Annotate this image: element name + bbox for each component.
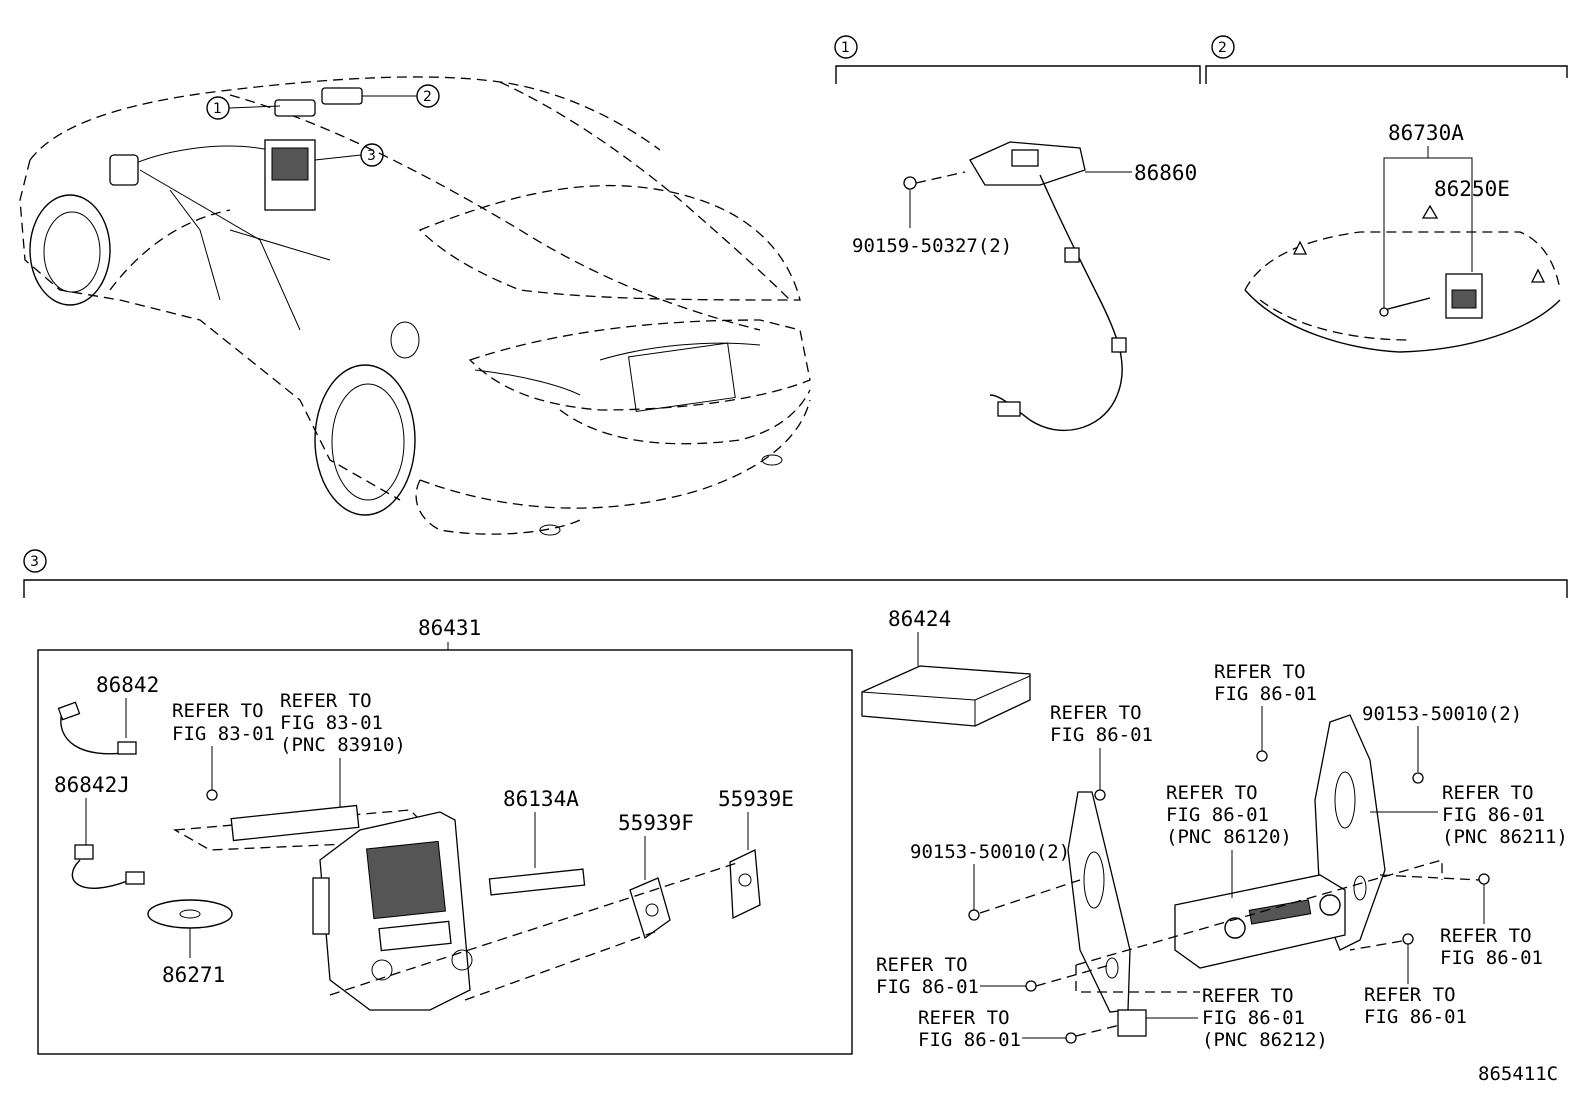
refer-83a-line2: FIG 83-01 bbox=[172, 723, 275, 745]
bracket-left bbox=[1067, 791, 1131, 1013]
section-2: 2 86730A 86250E bbox=[1205, 35, 1568, 353]
refer-86120-line2: FIG 86-01 bbox=[1166, 804, 1269, 826]
label-86730a: 86730A bbox=[1388, 121, 1464, 145]
refer-top-mid-line2: FIG 86-01 bbox=[1050, 724, 1153, 746]
refer-top-mid-line1: REFER TO bbox=[1050, 702, 1142, 724]
refer-86212-line1: REFER TO bbox=[1202, 985, 1294, 1007]
label-86842: 86842 bbox=[96, 673, 159, 697]
refer-86120-line3: (PNC 86120) bbox=[1166, 826, 1292, 848]
refer-86211-line3: (PNC 86211) bbox=[1442, 826, 1568, 848]
refer-bottom-left-line1: REFER TO bbox=[918, 1007, 1010, 1029]
refer-top-right-line1: REFER TO bbox=[1214, 661, 1306, 683]
refer-83a-line1: REFER TO bbox=[172, 700, 264, 722]
refer-far-right-line1: REFER TO bbox=[1440, 925, 1532, 947]
refer-83b-line2: FIG 83-01 bbox=[280, 712, 383, 734]
label-86424: 86424 bbox=[888, 607, 951, 631]
label-90159-50327: 90159-50327(2) bbox=[852, 235, 1012, 257]
callout-2-car-label: 2 bbox=[423, 89, 432, 105]
refer-bottom-right-line1: REFER TO bbox=[1364, 984, 1456, 1006]
callout-3-car-label: 3 bbox=[367, 148, 376, 164]
section-3-callout bbox=[23, 549, 47, 573]
section-2-bracket bbox=[1205, 65, 1568, 84]
section-3: 3 86431 86842 86842J 86271 REFER TO FIG … bbox=[23, 549, 1568, 1055]
label-86134a: 86134A bbox=[503, 787, 579, 811]
amplifier-86424 bbox=[861, 665, 1031, 727]
label-86860: 86860 bbox=[1134, 161, 1197, 185]
section-2-callout-label: 2 bbox=[1218, 40, 1227, 56]
section-1-callout bbox=[834, 35, 858, 59]
refer-86120-line1: REFER TO bbox=[1166, 782, 1258, 804]
section-3-bracket bbox=[23, 579, 1568, 598]
label-86842j: 86842J bbox=[54, 773, 130, 797]
label-screw-left: 90153-50010(2) bbox=[910, 841, 1070, 863]
refer-bottom-right-line2: FIG 86-01 bbox=[1364, 1006, 1467, 1028]
refer-86212-line2: FIG 86-01 bbox=[1202, 1007, 1305, 1029]
refer-86212-line3: (PNC 86212) bbox=[1202, 1029, 1328, 1051]
label-55939e: 55939E bbox=[718, 787, 794, 811]
section-1: 1 86860 90159-50327(2) bbox=[834, 35, 1201, 432]
label-screw-right: 90153-50010(2) bbox=[1362, 703, 1522, 725]
section-1-bracket bbox=[835, 65, 1201, 84]
refer-83b-line1: REFER TO bbox=[280, 690, 372, 712]
section-2-callout bbox=[1211, 35, 1235, 59]
refer-bottom-left-line2: FIG 86-01 bbox=[918, 1029, 1021, 1051]
label-55939f: 55939F bbox=[618, 811, 694, 835]
refer-left-low-line2: FIG 86-01 bbox=[876, 976, 979, 998]
section-1-callout-label: 1 bbox=[841, 40, 850, 56]
diagram-code: 865411C bbox=[1478, 1063, 1558, 1085]
refer-86211-line1: REFER TO bbox=[1442, 782, 1534, 804]
car-illustration: 1 2 3 bbox=[19, 76, 811, 536]
refer-83b-line3: (PNC 83910) bbox=[280, 734, 406, 756]
refer-far-right-line2: FIG 86-01 bbox=[1440, 947, 1543, 969]
callout-1-car-label: 1 bbox=[213, 101, 222, 117]
section-3-callout-label: 3 bbox=[30, 554, 39, 570]
refer-86211-line2: FIG 86-01 bbox=[1442, 804, 1545, 826]
label-86271: 86271 bbox=[162, 963, 225, 987]
label-86431: 86431 bbox=[418, 616, 481, 640]
refer-top-right-line2: FIG 86-01 bbox=[1214, 683, 1317, 705]
assembly-86431-box bbox=[37, 649, 853, 1055]
refer-left-low-line1: REFER TO bbox=[876, 954, 968, 976]
